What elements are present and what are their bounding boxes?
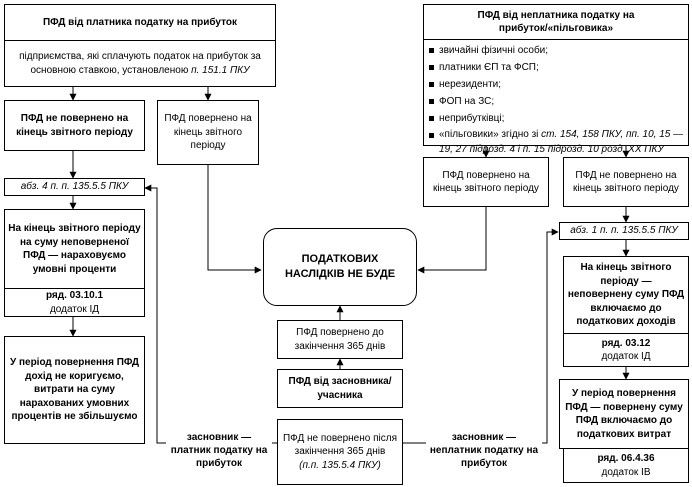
not-returned-365-box: ПФД не повернено після закінчення 365 дн… [277, 419, 403, 485]
right-step2: У період повернення ПФД — повернену суму… [565, 388, 683, 440]
right-row1-box: ряд. 03.12 додаток ІД [563, 333, 689, 367]
right-returned-box: ПФД повернено на кінець звітного періоду [423, 157, 549, 207]
right-ref: абз. 1 п. п. 135.5.5 ПКУ [570, 225, 678, 237]
left-row-box: ряд. 03.10.1 додаток ІД [4, 288, 145, 317]
left-description-ref: п. 151.1 ПКУ [191, 64, 250, 76]
right-list-item: нерезиденти; [428, 76, 684, 93]
left-row-annex: додаток ІД [49, 303, 100, 315]
not-returned-365: ПФД не повернено після закінчення 365 дн… [282, 432, 397, 458]
no-consequences-box: ПОДАТКОВИХ НАСЛІДКІВ НЕ БУДЕ [263, 228, 417, 306]
right-row2: ряд. 06.4.36 [597, 453, 655, 464]
returned-365: ПФД повернено до закінчення 365 днів [294, 327, 386, 352]
right-row2-box: ряд. 06.4.36 додаток ІВ [563, 448, 689, 483]
left-step2-box: У період повернення ПФД дохід не коригує… [4, 336, 145, 444]
left-description-box: підприємства, які сплачують податок на п… [4, 40, 276, 87]
right-step2-box: У період повернення ПФД — повернену суму… [559, 379, 689, 449]
left-ref: абз. 4 п. п. 135.5.5 ПКУ [20, 181, 129, 193]
left-returned-box: ПФД повернено на кінець звітного періоду [157, 100, 259, 165]
left-step2: У період повернення ПФД дохід не коригує… [9, 357, 140, 423]
left-not-returned: ПФД не повернено на кінець звітного пері… [16, 113, 133, 138]
left-description: підприємства, які сплачують податок на п… [19, 51, 261, 76]
label-founder-nonpayer: засновник — неплатник податку на прибуто… [426, 431, 542, 470]
right-list-item: ФОП на ЗС; [428, 93, 684, 110]
right-list-box: звичайні фізичні особи; платники ЄП та Ф… [423, 39, 689, 155]
from-founder: ПФД від засновника/ учасника [288, 376, 392, 401]
label-founder-payer: засновник — платник податку на прибуток [166, 431, 272, 470]
left-row: ряд. 03.10.1 [45, 290, 104, 301]
left-header-box: ПФД від платника податку на прибуток [4, 4, 276, 41]
left-step1: На кінець звітного періоду на суму непов… [8, 223, 141, 275]
no-consequences: ПОДАТКОВИХ НАСЛІДКІВ НЕ БУДЕ [284, 253, 396, 280]
left-returned: ПФД повернено на кінець звітного періоду [164, 113, 252, 152]
right-list-item-last: «пільговики» згідно зі ст. 154, 158 ПКУ,… [428, 127, 684, 157]
right-header-box: ПФД від неплатника податку на прибуток/«… [423, 4, 689, 40]
right-header: ПФД від неплатника податку на прибуток/«… [477, 9, 635, 35]
right-row1-annex: додаток ІД [601, 351, 651, 362]
left-step1-box: На кінець звітного періоду на суму непов… [4, 209, 145, 289]
left-header: ПФД від платника податку на прибуток [42, 16, 237, 28]
right-not-returned: ПФД не повернено на кінець звітного пері… [573, 169, 679, 195]
from-founder-box: ПФД від засновника/ учасника [277, 369, 403, 408]
not-returned-365-ref: (п.п. 135.5.4 ПКУ) [299, 459, 381, 471]
right-step1-box: На кінець звітного періоду — неповернену… [563, 256, 689, 334]
left-not-returned-box: ПФД не повернено на кінець звітного пері… [4, 100, 145, 151]
right-list-ref: ст. 154, 158 ПКУ, пп. 10, 15 — 19, 27 пі… [439, 129, 684, 155]
right-ref-box: абз. 1 п. п. 135.5.5 ПКУ [559, 222, 689, 240]
right-row2-annex: додаток ІВ [601, 466, 651, 478]
right-list: звичайні фізичні особи; платники ЄП та Ф… [428, 42, 684, 157]
returned-365-box: ПФД повернено до закінчення 365 днів [277, 320, 403, 359]
right-list-item: неприбутківці; [428, 110, 684, 127]
right-not-returned-box: ПФД не повернено на кінець звітного пері… [563, 157, 689, 207]
right-list-item: звичайні фізичні особи; [428, 42, 684, 59]
right-step1: На кінець звітного періоду — неповернену… [567, 262, 685, 328]
right-returned: ПФД повернено на кінець звітного періоду [433, 169, 539, 195]
right-row1: ряд. 03.12 [601, 337, 651, 349]
right-list-item: платники ЄП та ФСП; [428, 59, 684, 76]
left-ref-box: абз. 4 п. п. 135.5.5 ПКУ [4, 178, 145, 196]
